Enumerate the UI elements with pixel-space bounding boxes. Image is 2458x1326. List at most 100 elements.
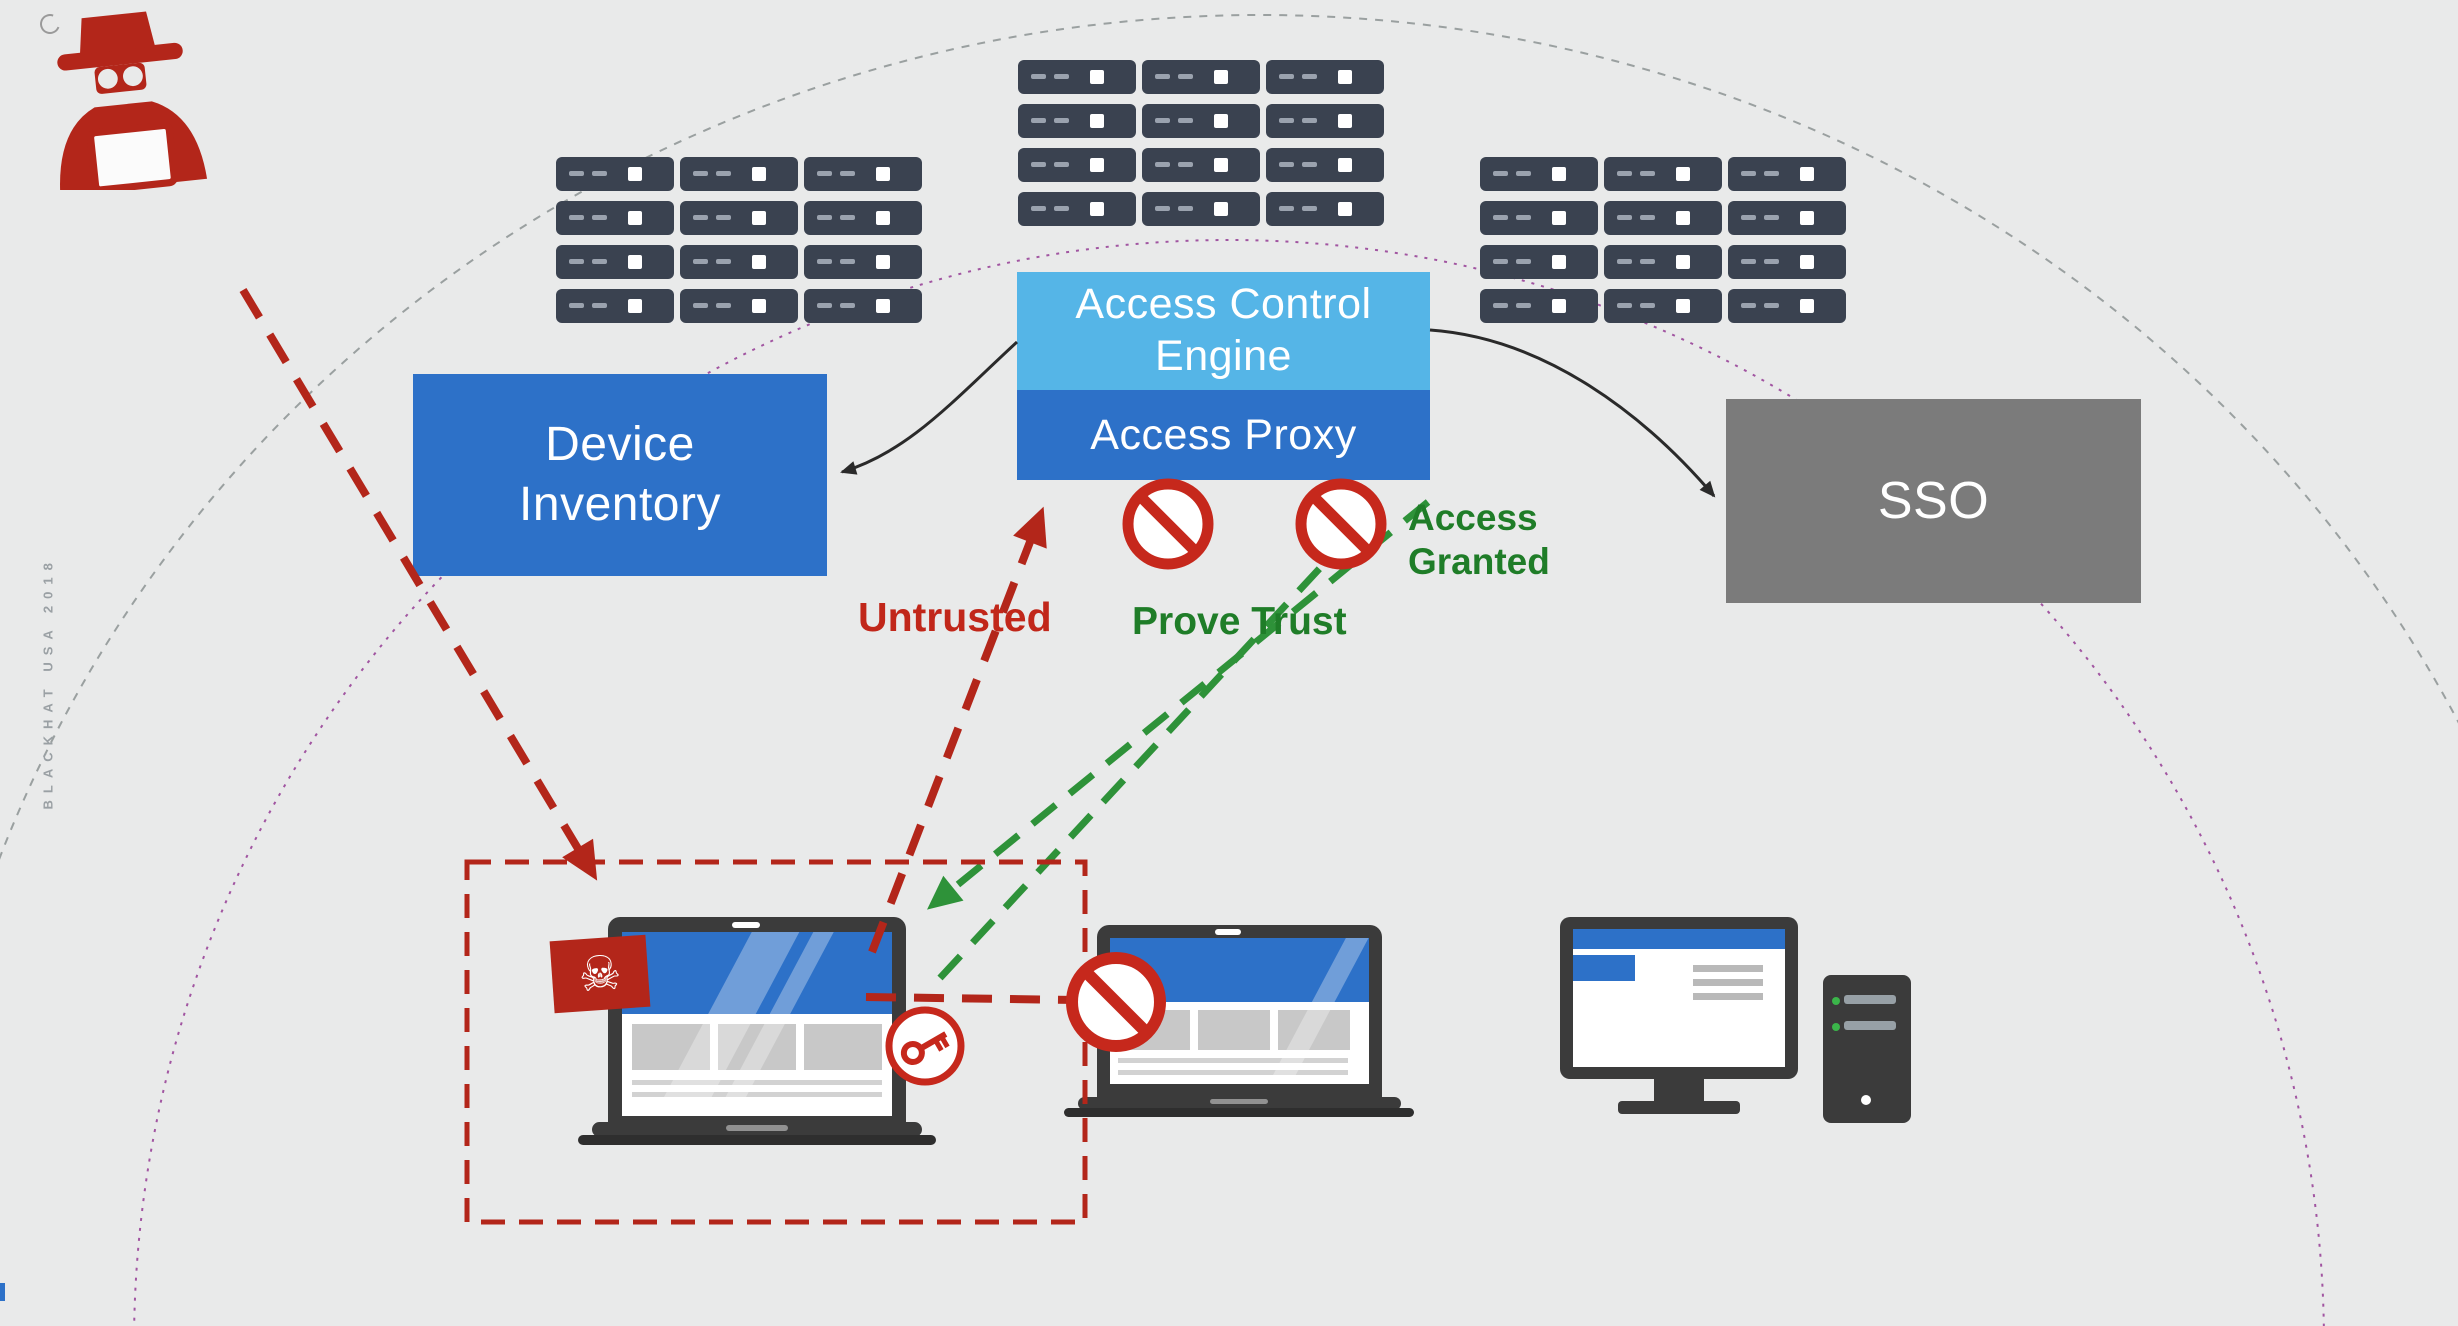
server-unit xyxy=(1142,60,1260,94)
server-vent-bar xyxy=(592,259,607,264)
server-vent-bar xyxy=(1155,74,1170,79)
blocked-laptop xyxy=(1064,925,1414,1120)
server-unit xyxy=(556,201,674,235)
server-vent-bar xyxy=(1054,206,1069,211)
server-drive-light xyxy=(1676,211,1690,225)
laptop-base-shadow xyxy=(1064,1108,1414,1117)
server-unit xyxy=(1018,60,1136,94)
server-vent-bar xyxy=(1031,206,1046,211)
server-drive-light xyxy=(1090,202,1104,216)
server-vent-bar xyxy=(1155,118,1170,123)
laptop-screen-bezel xyxy=(1097,925,1382,1097)
server-drive-light xyxy=(876,255,890,269)
access-control-engine-label: Access Control Engine xyxy=(1075,280,1372,380)
server-vent-bar xyxy=(1178,206,1193,211)
monitor-neck xyxy=(1654,1079,1704,1101)
server-vent-bar xyxy=(817,171,832,176)
server-vent-bar xyxy=(1302,74,1317,79)
server-vent-bar xyxy=(1617,259,1632,264)
server-unit xyxy=(1142,192,1260,226)
content-line xyxy=(1693,979,1763,986)
server-cluster-center xyxy=(1018,60,1384,226)
server-vent-bar xyxy=(817,259,832,264)
server-drive-light xyxy=(1090,114,1104,128)
server-unit xyxy=(1018,192,1136,226)
server-vent-bar xyxy=(716,171,731,176)
access-control-engine-box: Access Control Engine xyxy=(1017,272,1430,390)
server-vent-bar xyxy=(817,215,832,220)
server-drive-light xyxy=(876,299,890,313)
server-vent-bar xyxy=(1031,74,1046,79)
server-drive-light xyxy=(1800,167,1814,181)
server-unit xyxy=(1728,157,1846,191)
server-unit xyxy=(680,289,798,323)
server-vent-bar xyxy=(1302,118,1317,123)
server-vent-bar xyxy=(592,303,607,308)
server-vent-bar xyxy=(1516,215,1531,220)
content-card xyxy=(1278,1010,1350,1050)
server-drive-light xyxy=(1338,114,1352,128)
server-vent-bar xyxy=(592,171,607,176)
server-drive-light xyxy=(1214,114,1228,128)
server-unit xyxy=(1480,201,1598,235)
server-unit xyxy=(1480,157,1598,191)
access-proxy-box: Access Proxy xyxy=(1017,390,1430,480)
server-unit xyxy=(1266,60,1384,94)
server-unit xyxy=(1604,289,1722,323)
access-proxy-label: Access Proxy xyxy=(1090,410,1357,459)
server-unit xyxy=(804,157,922,191)
server-vent-bar xyxy=(1178,74,1193,79)
server-vent-bar xyxy=(569,171,584,176)
server-vent-bar xyxy=(1279,206,1294,211)
server-unit xyxy=(680,245,798,279)
server-drive-light xyxy=(1338,202,1352,216)
server-cluster-left xyxy=(556,157,922,323)
sso-label: SSO xyxy=(1877,472,1990,530)
server-unit xyxy=(1480,245,1598,279)
prove-trust-label: Prove Trust xyxy=(1132,600,1347,643)
server-drive-light xyxy=(1552,211,1566,225)
server-drive-light xyxy=(1090,158,1104,172)
server-vent-bar xyxy=(1640,171,1655,176)
conference-watermark: BLACKHAT USA 2018 xyxy=(40,556,56,810)
server-vent-bar xyxy=(1617,171,1632,176)
server-vent-bar xyxy=(693,303,708,308)
server-vent-bar xyxy=(1493,171,1508,176)
server-drive-light xyxy=(1800,299,1814,313)
laptop-base-notch xyxy=(1210,1099,1268,1104)
server-vent-bar xyxy=(840,303,855,308)
server-vent-bar xyxy=(1516,303,1531,308)
server-vent-bar xyxy=(1493,215,1508,220)
tower-drive-slot xyxy=(1844,995,1896,1004)
content-line xyxy=(1693,993,1763,1000)
server-vent-bar xyxy=(1640,303,1655,308)
server-unit xyxy=(1018,148,1136,182)
server-vent-bar xyxy=(1054,118,1069,123)
server-drive-light xyxy=(1552,255,1566,269)
server-unit xyxy=(1604,245,1722,279)
laptop-base-shadow xyxy=(578,1135,936,1145)
server-drive-light xyxy=(1800,255,1814,269)
server-vent-bar xyxy=(693,171,708,176)
laptop-screen-bezel xyxy=(608,917,906,1122)
bottom-left-accent xyxy=(0,1283,5,1301)
server-drive-light xyxy=(628,255,642,269)
server-vent-bar xyxy=(1302,162,1317,167)
server-vent-bar xyxy=(1054,162,1069,167)
server-drive-light xyxy=(1552,167,1566,181)
server-unit xyxy=(1728,201,1846,235)
server-vent-bar xyxy=(817,303,832,308)
server-unit xyxy=(1266,148,1384,182)
server-unit xyxy=(804,289,922,323)
server-vent-bar xyxy=(693,259,708,264)
server-unit xyxy=(556,289,674,323)
server-unit xyxy=(680,201,798,235)
window-titlebar xyxy=(1573,929,1785,949)
server-vent-bar xyxy=(569,259,584,264)
server-vent-bar xyxy=(1279,74,1294,79)
server-vent-bar xyxy=(1516,259,1531,264)
server-vent-bar xyxy=(1617,303,1632,308)
skull-icon: ☠ xyxy=(576,944,624,1004)
server-unit xyxy=(1480,289,1598,323)
server-vent-bar xyxy=(1155,162,1170,167)
